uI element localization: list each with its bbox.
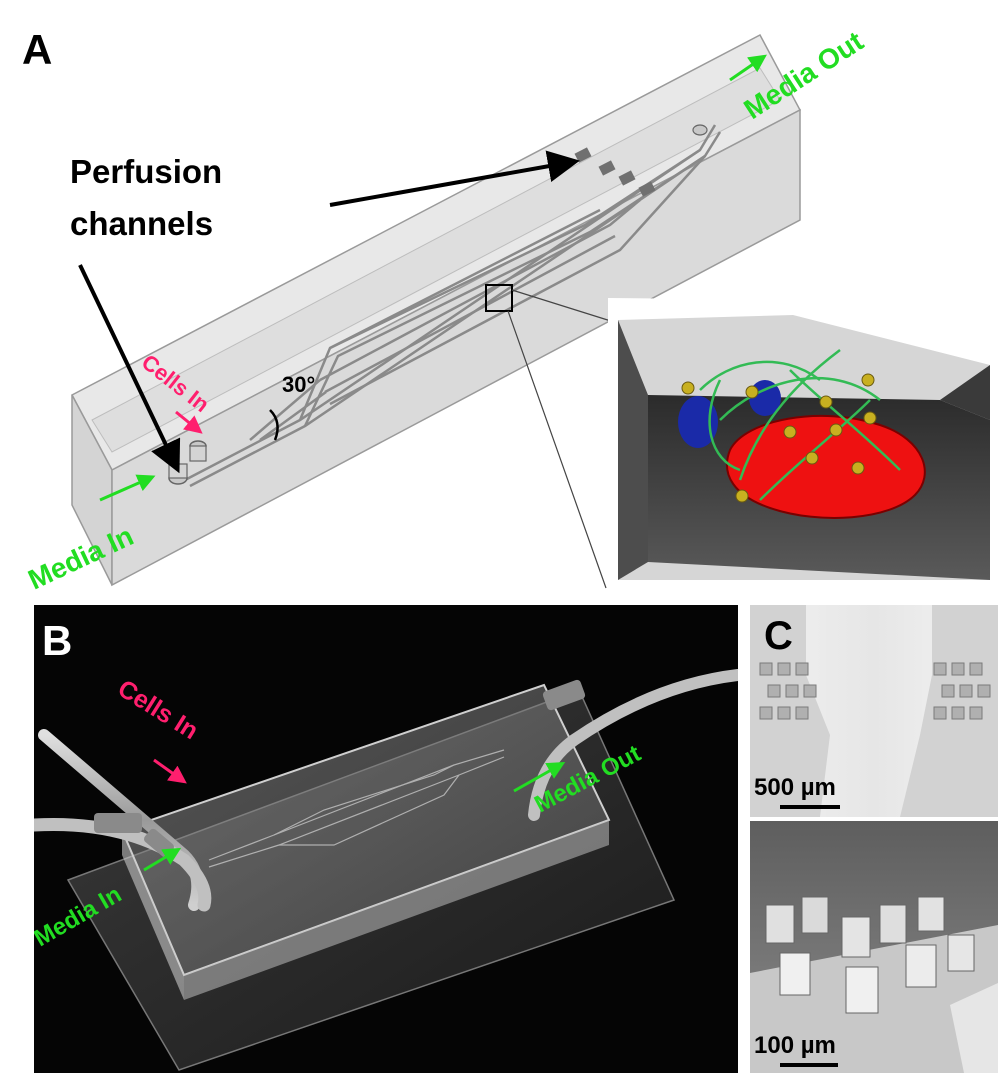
perfusion-label-line2: channels [70, 205, 213, 242]
panel-a-letter: A [22, 26, 52, 73]
tube-connector [542, 679, 586, 711]
tube-connector [94, 813, 142, 833]
cell-port-tube [189, 445, 207, 462]
sem-images: 500 µm 100 µm C [750, 605, 998, 1073]
pillar-block [618, 170, 636, 186]
device-schematic: A Perfusion channels 30° Cells In Media … [22, 25, 992, 595]
media-in-arrow-b [143, 847, 182, 872]
media-out-arrow-a [729, 54, 767, 82]
etched-channels [208, 749, 505, 868]
particles [681, 373, 877, 503]
panel-c-letter: C [764, 614, 793, 658]
zoom-line [511, 289, 615, 323]
perfusion-label-line1: Perfusion [70, 153, 222, 190]
zoom-line [507, 310, 607, 589]
nucleus [678, 396, 718, 448]
panel-c: 500 µm 100 µm C [750, 605, 998, 1073]
pdms-chip-edge [122, 830, 184, 1000]
outlet-port [692, 124, 708, 136]
perfusion-arrow-upper [329, 150, 580, 207]
media-in-arrow-a [99, 474, 156, 502]
cells-in-label-b: Cells In [113, 674, 203, 745]
sem-pillars-top [759, 662, 991, 720]
slab-side-face [111, 108, 801, 587]
sem-channel-right [900, 605, 998, 817]
device-photo: B Cells In Media In Media Out [34, 617, 738, 1071]
angle-label: 30° [282, 372, 315, 397]
panel-b: B Cells In Media In Media Out [34, 605, 738, 1073]
sem-ridge [950, 983, 998, 1073]
scale-label-top: 500 µm [754, 774, 836, 801]
tube-right [528, 669, 738, 821]
media-out-arrow-b [513, 762, 566, 793]
cell-inset [608, 298, 992, 585]
cells-in-arrow-b [153, 758, 187, 784]
panel-a: A Perfusion channels 30° Cells In Media … [22, 25, 992, 596]
cell-body [725, 414, 926, 519]
sem-pillars-bottom [765, 896, 975, 1014]
zoom-box [485, 284, 513, 312]
panel-b-letter: B [42, 617, 72, 664]
inlet-port-tube [168, 463, 188, 479]
scale-label-bottom: 100 µm [754, 1032, 836, 1059]
pillar-block [638, 181, 656, 197]
pdms-chip-edge-long [184, 820, 609, 1000]
fibers [699, 349, 901, 501]
cells-in-arrow-a [175, 410, 203, 434]
angle-arc [269, 409, 279, 441]
pillar-block [598, 160, 616, 176]
perfusion-arrow-lower [78, 264, 181, 474]
